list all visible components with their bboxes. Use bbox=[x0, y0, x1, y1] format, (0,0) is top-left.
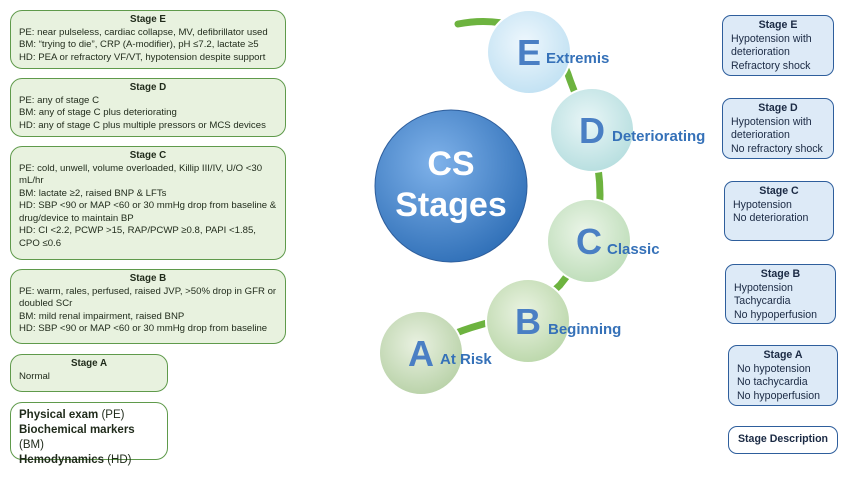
circle-d-letter: D bbox=[579, 110, 605, 151]
left-box-stage-c-line: PE: cold, unwell, volume overloaded, Kil… bbox=[19, 162, 263, 187]
circle-c-word: Classic bbox=[607, 241, 660, 258]
left-box-stage-d-line: PE: any of stage C bbox=[19, 94, 99, 106]
right-box-stage-d: Stage D Hypotension with deterioration N… bbox=[722, 98, 834, 159]
legend-pe: Physical exam (PE) bbox=[19, 409, 125, 421]
right-box-stage-d-line: Hypotension with bbox=[731, 115, 812, 128]
left-box-stage-c-line: HD: SBP <90 or MAP <60 or 30 mmHg drop f… bbox=[19, 200, 277, 224]
right-box-stage-c: Stage C Hypotension No deterioration bbox=[724, 181, 834, 241]
right-box-stage-c-title: Stage C bbox=[759, 185, 799, 197]
left-box-stage-c-title: Stage C bbox=[129, 150, 167, 161]
left-box-stage-d: Stage D PE: any of stage C BM: any of st… bbox=[10, 78, 286, 137]
right-box-stage-e: Stage E Hypotension with deterioration R… bbox=[722, 15, 834, 76]
circle-c bbox=[546, 198, 632, 284]
circle-a-letter: A bbox=[408, 333, 434, 374]
circle-b-letter: B bbox=[515, 301, 541, 342]
left-box-stage-a-title: Stage A bbox=[70, 358, 108, 369]
circle-a bbox=[378, 310, 464, 396]
left-box-stage-c-line: HD: CI <2.2, PCWP >15, RAP/PCWP ≥0.8, PA… bbox=[19, 225, 256, 249]
center-title-line2: Stages bbox=[395, 186, 507, 224]
right-box-stage-a-title: Stage A bbox=[763, 349, 803, 361]
left-box-stage-c: Stage C PE: cold, unwell, volume overloa… bbox=[10, 146, 286, 260]
legend-bm: Biochemical markers (BM) bbox=[19, 424, 135, 451]
right-box-stage-a-line: No tachycardia bbox=[737, 376, 808, 388]
left-box-stage-e-line: BM: “trying to die”, CRP (A-modifier), p… bbox=[19, 39, 259, 50]
center-circle bbox=[374, 109, 528, 263]
right-box-stage-b-title: Stage B bbox=[760, 268, 801, 280]
right-box-stage-e-line: deterioration bbox=[731, 46, 790, 58]
left-box-stage-e-title: Stage E bbox=[130, 14, 166, 25]
right-box-stage-a-line: No hypotension bbox=[737, 362, 811, 375]
circle-e-word: Extremis bbox=[546, 50, 609, 67]
circle-b bbox=[485, 278, 571, 364]
legend-box: Physical exam (PE) Biochemical markers (… bbox=[10, 402, 168, 466]
left-box-stage-d-title: Stage D bbox=[129, 82, 167, 93]
circle-d bbox=[549, 87, 635, 173]
right-box-stage-b-line: No hypoperfusion bbox=[734, 308, 818, 321]
left-box-stage-a-line: Normal bbox=[19, 370, 50, 382]
right-box-stage-d-title: Stage D bbox=[758, 102, 798, 114]
left-box-stage-b-line: PE: warm, rales, perfused, raised JVP, >… bbox=[19, 285, 277, 310]
circle-e-letter: E bbox=[517, 32, 541, 73]
right-box-stage-b: Stage B Hypotension Tachycardia No hypop… bbox=[725, 264, 836, 324]
right-box-stage-b-line: Hypotension bbox=[734, 281, 793, 294]
left-box-stage-b-title: Stage B bbox=[129, 273, 167, 284]
circle-d-word: Deteriorating bbox=[612, 128, 705, 145]
legend-hd: Hemodynamics (HD) bbox=[19, 454, 132, 466]
left-box-stage-e-line: PE: near pulseless, cardiac collapse, MV… bbox=[19, 26, 268, 38]
left-box-stage-b-line: BM: mild renal impairment, raised BNP bbox=[19, 310, 185, 322]
right-box-stage-e-title: Stage E bbox=[758, 19, 798, 31]
right-box-stage-d-line: No refractory shock bbox=[731, 142, 823, 155]
left-box-stage-b-line: HD: SBP <90 or MAP <60 or 30 mmHg drop f… bbox=[19, 323, 268, 334]
circle-a-word: At Risk bbox=[440, 351, 492, 368]
left-box-stage-b: Stage B PE: warm, rales, perfused, raise… bbox=[10, 269, 286, 344]
left-box-stage-c-line: BM: lactate ≥2, raised BNP & LFTs bbox=[19, 187, 167, 199]
circle-c-letter: C bbox=[576, 221, 602, 262]
right-box-stage-a-line: No hypoperfusion bbox=[737, 389, 821, 402]
right-box-stage-e-line: Refractory shock bbox=[731, 59, 811, 72]
center-title-line1: CS bbox=[427, 145, 474, 183]
right-box-stage-c-line: No deterioration bbox=[733, 212, 809, 224]
right-box-stage-c-line: Hypotension bbox=[733, 198, 792, 211]
left-box-stage-a: Stage A Normal bbox=[10, 354, 168, 392]
circle-b-word: Beginning bbox=[548, 321, 621, 338]
left-box-stage-d-line: BM: any of stage C plus deteriorating bbox=[19, 107, 177, 118]
right-box-stage-b-line: Tachycardia bbox=[734, 295, 791, 307]
right-box-stage-d-line: deterioration bbox=[731, 129, 790, 141]
right-box-stage-e-line: Hypotension with bbox=[731, 32, 812, 45]
circle-e bbox=[486, 9, 572, 95]
stage-description-label: Stage Description bbox=[728, 426, 838, 454]
left-box-stage-e-line: HD: PEA or refractory VF/VT, hypotension… bbox=[19, 51, 266, 63]
left-box-stage-d-line: HD: any of stage C plus multiple pressor… bbox=[19, 119, 266, 131]
stage-description-text: Stage Description bbox=[737, 433, 829, 445]
left-box-stage-e: Stage E PE: near pulseless, cardiac coll… bbox=[10, 10, 286, 69]
right-box-stage-a: Stage A No hypotension No tachycardia No… bbox=[728, 345, 838, 406]
